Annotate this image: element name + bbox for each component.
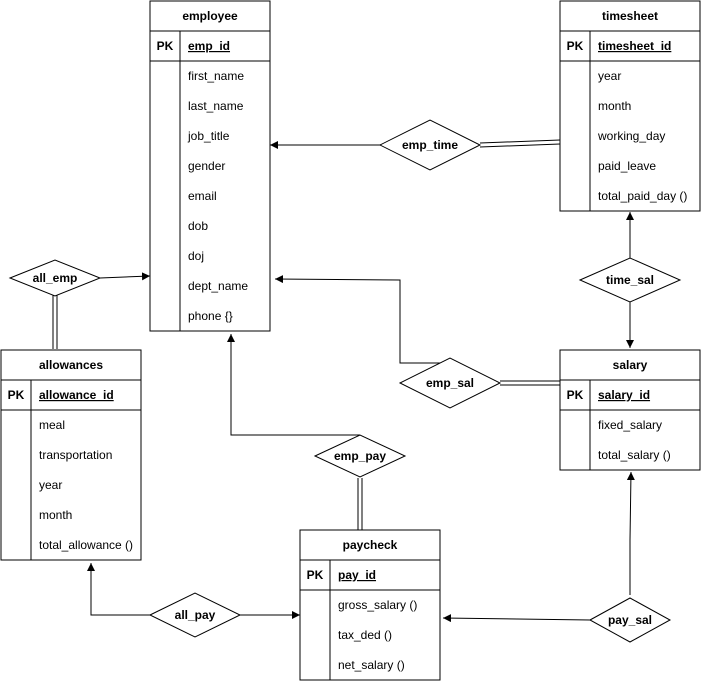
attribute-field: gender xyxy=(188,159,225,173)
all-emp-to-employee-arrow xyxy=(99,272,151,281)
attribute-field: total_salary () xyxy=(598,448,671,462)
emp-sal-to-employee-arrow xyxy=(274,275,450,364)
attribute-field: total_allowance () xyxy=(39,538,133,552)
attribute-field: gross_salary () xyxy=(338,598,417,612)
entity-title: salary xyxy=(613,358,648,372)
primary-key-field: timesheet_id xyxy=(598,39,671,53)
entity-box xyxy=(149,0,271,332)
pk-label: PK xyxy=(567,39,584,53)
relationship-label: emp_time xyxy=(402,138,458,152)
entity-title: timesheet xyxy=(602,9,658,23)
relationship-label: time_sal xyxy=(606,273,654,287)
relationship-all-pay: all_pay xyxy=(148,592,242,638)
attribute-field: email xyxy=(188,189,217,203)
relationship-label: pay_sal xyxy=(608,613,652,627)
attribute-field: month xyxy=(598,99,631,113)
entity-title: paycheck xyxy=(343,538,398,552)
emp-time-to-timesheet-double-line xyxy=(479,139,561,144)
attribute-field: dept_name xyxy=(188,279,248,293)
relationship-emp-sal: emp_sal xyxy=(398,357,502,409)
relationship-time-sal: time_sal xyxy=(578,257,682,303)
connectors xyxy=(52,139,635,623)
primary-key-field: pay_id xyxy=(338,568,376,582)
pk-label: PK xyxy=(8,388,25,402)
attribute-field: fixed_salary xyxy=(598,418,662,432)
all-pay-to-allowances-arrow xyxy=(87,563,150,616)
primary-key-field: allowance_id xyxy=(39,388,114,402)
emp-time-to-timesheet-double-line-2 xyxy=(479,143,561,148)
relationship-all-emp: all_emp xyxy=(8,259,102,297)
primary-key-field: salary_id xyxy=(598,388,650,402)
attribute-field: phone {} xyxy=(188,309,233,323)
attribute-field: first_name xyxy=(188,69,244,83)
attribute-field: meal xyxy=(39,418,65,432)
relationship-emp-pay: emp_pay xyxy=(313,434,407,478)
relationship-label: all_emp xyxy=(33,271,78,285)
attribute-field: total_paid_day () xyxy=(598,189,687,203)
pay-sal-to-paycheck-arrow xyxy=(442,614,591,623)
attribute-field: last_name xyxy=(188,99,244,113)
attribute-field: month xyxy=(39,508,72,522)
entity-title: allowances xyxy=(39,358,103,372)
emp-pay-to-employee-arrow xyxy=(227,334,360,436)
attribute-field: year xyxy=(39,478,62,492)
relationship-label: emp_pay xyxy=(334,449,386,463)
entity-box xyxy=(299,529,441,681)
pk-label: PK xyxy=(307,568,324,582)
attribute-field: net_salary () xyxy=(338,658,405,672)
pk-label: PK xyxy=(567,388,584,402)
entity-box xyxy=(0,349,142,561)
relationship-pay-sal: pay_sal xyxy=(588,597,672,643)
attribute-field: paid_leave xyxy=(598,159,656,173)
attribute-field: transportation xyxy=(39,448,112,462)
relationship-label: all_pay xyxy=(175,608,216,622)
relationship-label: emp_sal xyxy=(426,376,474,390)
entity-title: employee xyxy=(182,9,238,23)
attribute-field: doj xyxy=(188,249,204,263)
attribute-field: working_day xyxy=(597,129,665,143)
pay-sal-to-salary-arrow xyxy=(626,471,635,595)
attribute-field: job_title xyxy=(187,129,230,143)
attribute-field: tax_ded () xyxy=(338,628,392,642)
attribute-field: dob xyxy=(188,219,208,233)
relationship-emp-time: emp_time xyxy=(378,119,482,171)
pk-label: PK xyxy=(157,39,174,53)
attribute-field: year xyxy=(598,69,621,83)
entity-box xyxy=(559,0,701,212)
primary-key-field: emp_id xyxy=(188,39,230,53)
